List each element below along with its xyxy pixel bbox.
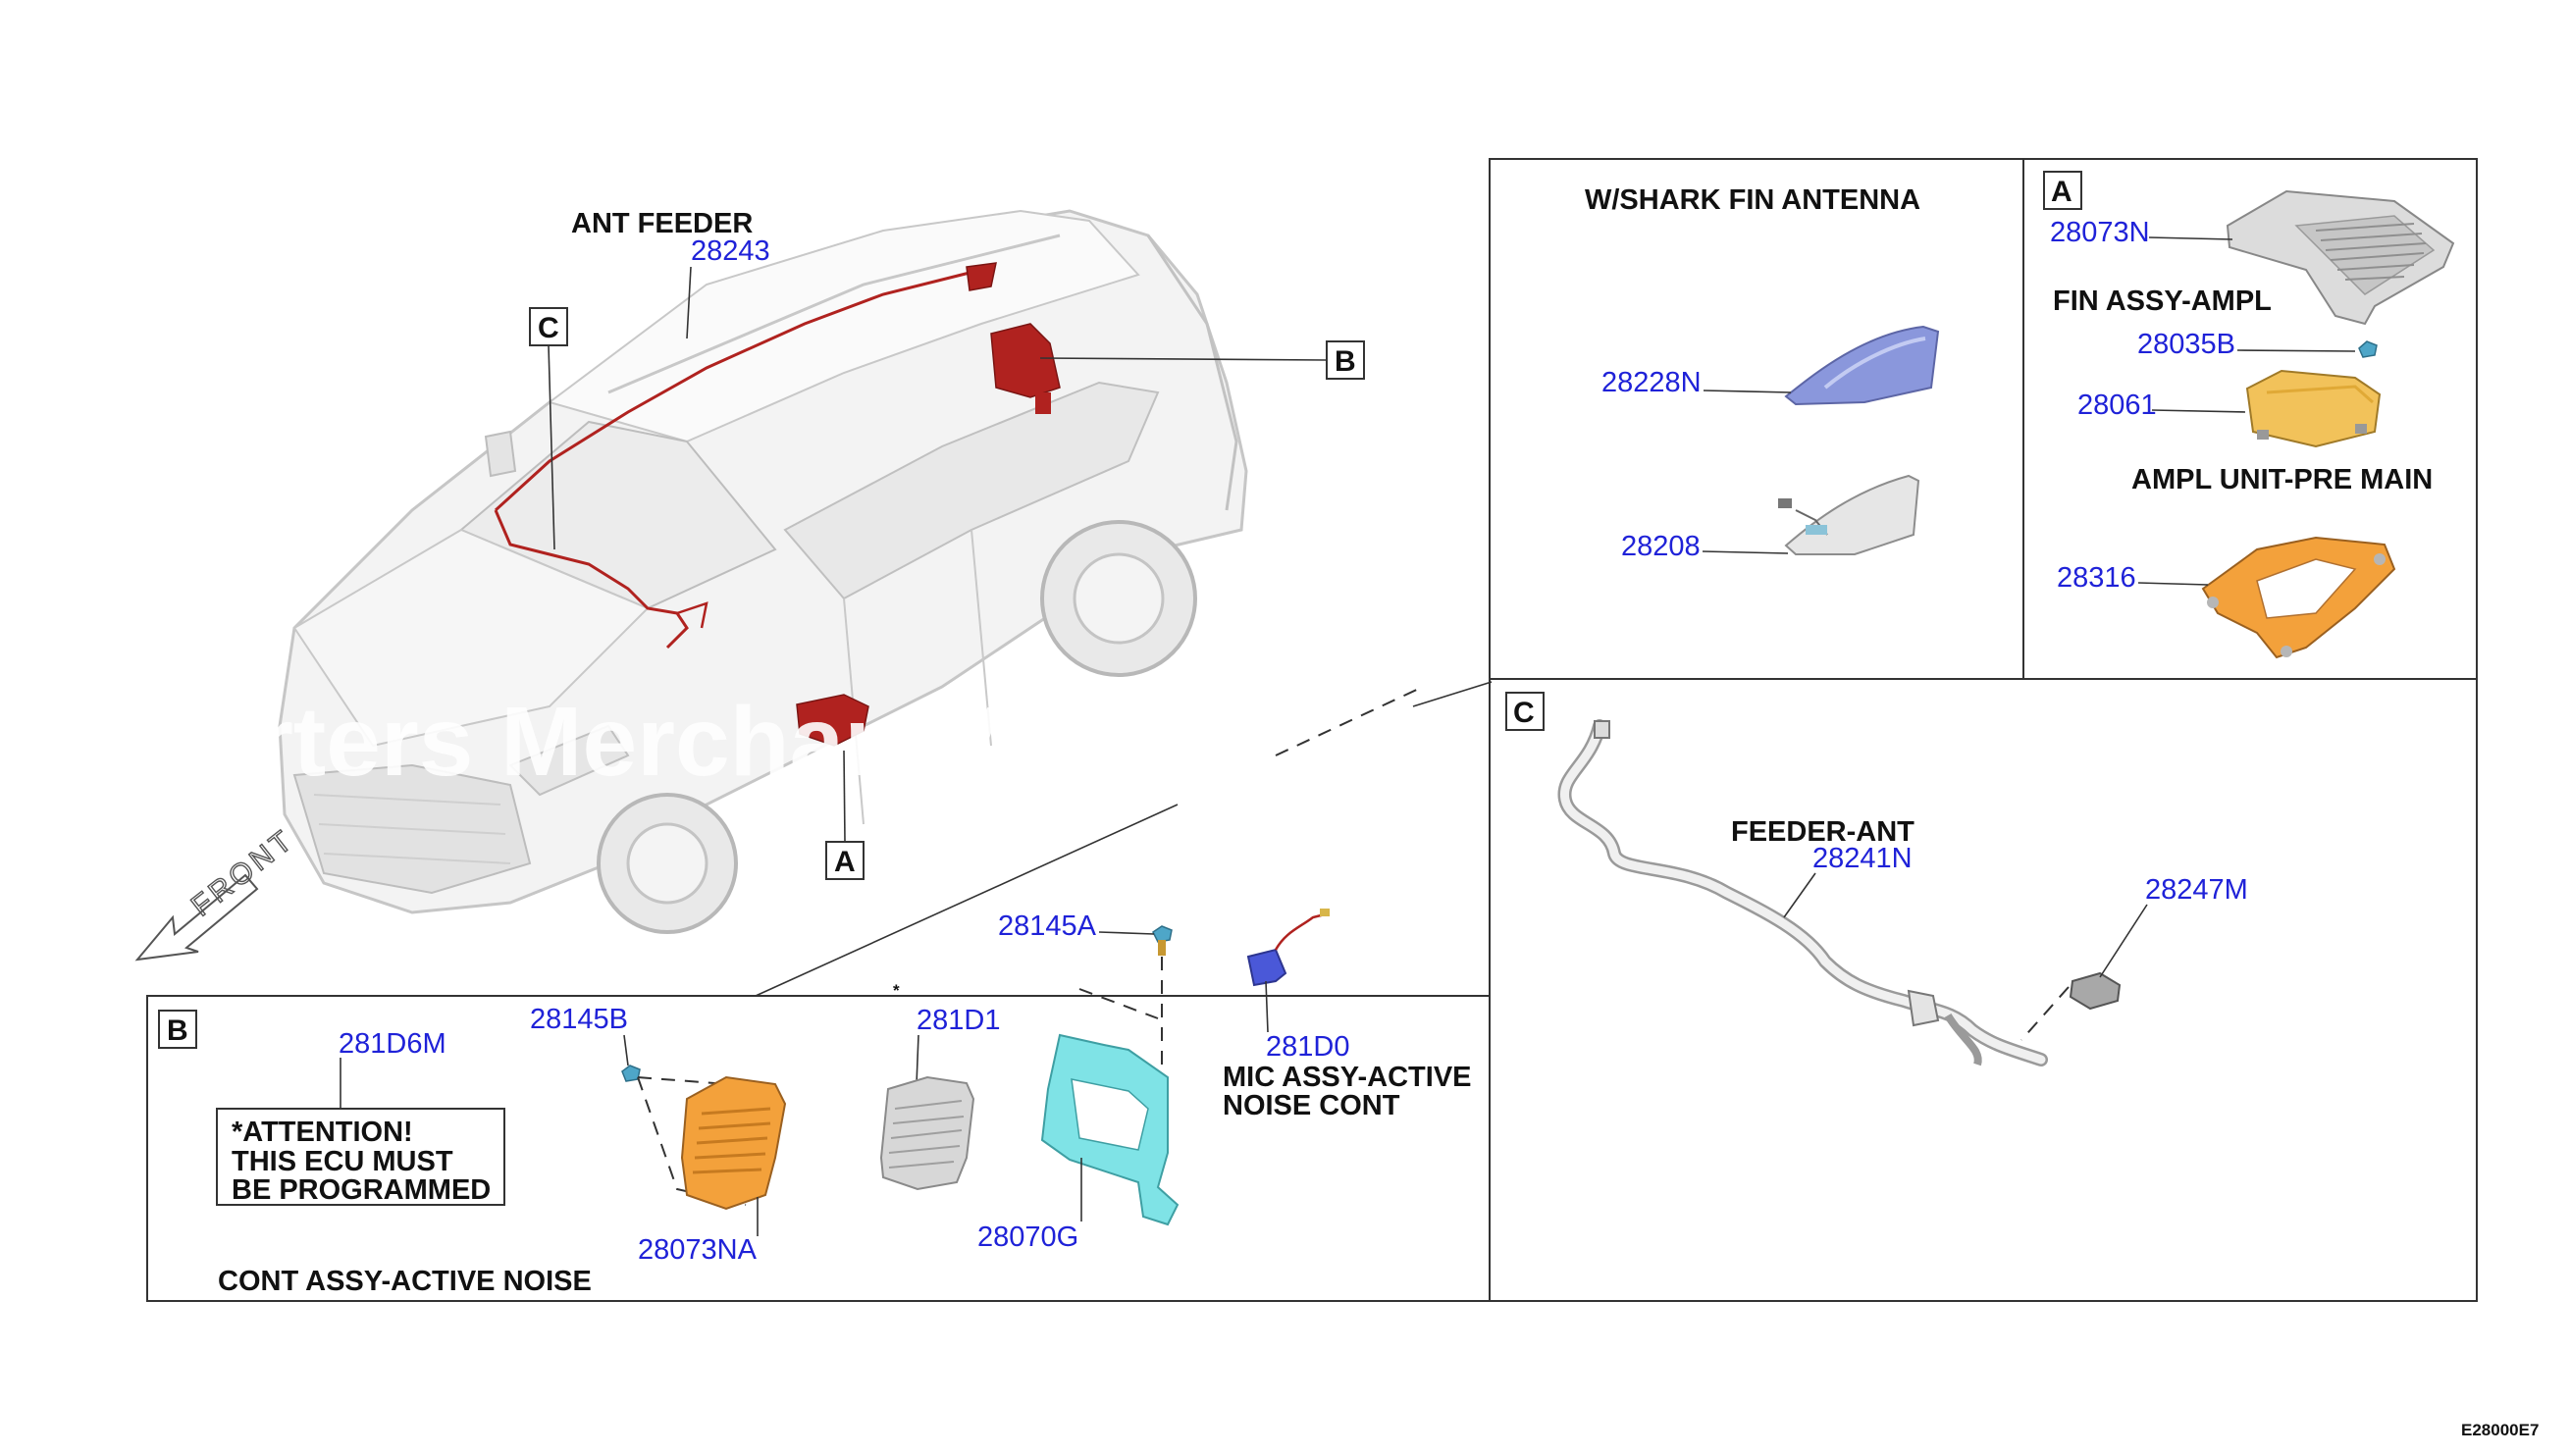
bracket-28316[interactable] xyxy=(2201,536,2396,659)
callout-c-letter: C xyxy=(538,312,559,344)
front-label: FRONT xyxy=(185,823,301,923)
link-to-panel-c xyxy=(1275,686,1424,756)
screw-28145A[interactable] xyxy=(1152,925,1173,956)
panel-c-letter: C xyxy=(1513,697,1535,729)
vehicle-illustration xyxy=(278,209,1248,934)
callout-a-leader xyxy=(843,750,846,843)
cont-assy-active-noise-label: CONT ASSY-ACTIVE NOISE xyxy=(218,1266,592,1297)
leader-281D0 xyxy=(1265,980,1269,1033)
leader-28145A xyxy=(1098,931,1155,935)
mic-assy-label-2: NOISE CONT xyxy=(1223,1090,1400,1121)
attention-line-1: *ATTENTION! xyxy=(232,1117,413,1148)
part-281D6M[interactable]: 281D6M xyxy=(339,1028,446,1060)
link-to-panel-c-solid xyxy=(1412,681,1493,707)
attention-line-2: THIS ECU MUST xyxy=(232,1146,453,1177)
part-28316[interactable]: 28316 xyxy=(2057,562,2136,594)
ampl-unit-pre-main-part[interactable] xyxy=(2245,369,2382,448)
leader-28316 xyxy=(2137,582,2209,586)
leader-281D1 xyxy=(916,1034,919,1085)
leader-28241N xyxy=(1783,872,1816,918)
dash-28145A-diag xyxy=(1078,988,1159,1019)
part-28247M[interactable]: 28247M xyxy=(2145,874,2248,906)
part-28070G[interactable]: 28070G xyxy=(977,1222,1078,1253)
asterisk-marker: * xyxy=(893,981,900,1000)
watermark-text: rters Merchant A xyxy=(255,687,1031,797)
part-28208[interactable]: 28208 xyxy=(1621,531,1701,562)
mic-281D0[interactable] xyxy=(1246,909,1330,987)
fin-assy-ampl-part[interactable] xyxy=(2226,189,2455,326)
leader-28208 xyxy=(1702,550,1789,554)
ant-feeder-part-number[interactable]: 28243 xyxy=(691,235,770,267)
leader-28061 xyxy=(2151,409,2246,413)
panel-c-letter-box xyxy=(1505,692,1545,731)
link-to-panel-b xyxy=(755,804,1179,997)
part-28073N[interactable]: 28073N xyxy=(2050,217,2150,248)
part-28061[interactable]: 28061 xyxy=(2077,390,2157,421)
part-281D0[interactable]: 281D0 xyxy=(1266,1031,1349,1063)
leader-28073N xyxy=(2148,236,2233,240)
leader-28145B xyxy=(623,1034,629,1066)
callout-b-leader xyxy=(1039,357,1328,361)
shark-fin-antenna-upper[interactable] xyxy=(1784,325,1940,406)
panel-a-letter-box xyxy=(2043,171,2082,210)
leader-28228N xyxy=(1703,390,1792,393)
feeder-ant-harness[interactable] xyxy=(1557,719,2048,1066)
panel-b-frame xyxy=(146,995,1491,1302)
front-arrow: FRONT xyxy=(134,822,301,962)
part-281D1[interactable]: 281D1 xyxy=(917,1005,1000,1036)
cover-28073NA[interactable] xyxy=(680,1075,787,1211)
callout-b-letter: B xyxy=(1335,345,1356,378)
panel-a-letter: A xyxy=(2051,176,2072,208)
leader-28035B xyxy=(2236,349,2356,352)
ant-feeder-leader xyxy=(686,266,692,339)
part-28035B[interactable]: 28035B xyxy=(2137,329,2235,360)
part-28145B[interactable]: 28145B xyxy=(530,1004,628,1035)
callout-a-letter: A xyxy=(834,846,856,878)
shark-fin-title-text: W/SHARK FIN ANTENNA xyxy=(1585,184,1920,216)
bracket-28070G[interactable] xyxy=(1040,1033,1180,1226)
panel-b-letter: B xyxy=(167,1014,188,1047)
unit-281D1[interactable] xyxy=(879,1075,975,1191)
shark-fin-antenna-lower[interactable] xyxy=(1778,474,1920,555)
callout-c-leader xyxy=(548,344,555,550)
part-28145A[interactable]: 28145A xyxy=(998,910,1097,942)
highlighted-parts xyxy=(494,262,1061,747)
module-28247M[interactable] xyxy=(2069,971,2122,1011)
screw-28035B[interactable] xyxy=(2358,340,2378,358)
part-28228N[interactable]: 28228N xyxy=(1601,367,1702,398)
part-28073NA[interactable]: 28073NA xyxy=(638,1234,758,1266)
panel-b-letter-box xyxy=(158,1010,197,1049)
leader-28247M xyxy=(2099,904,2148,978)
fin-assy-ampl-label: FIN ASSY-AMPL xyxy=(2053,286,2272,317)
attention-line-3: BE PROGRAMMED xyxy=(232,1174,491,1206)
ampl-unit-pre-main-label: AMPL UNIT-PRE MAIN xyxy=(2131,464,2433,495)
screw-28145B[interactable] xyxy=(621,1065,641,1082)
dash-28247M xyxy=(2020,986,2070,1041)
ant-feeder-label: ANT FEEDER xyxy=(571,208,753,239)
mic-assy-label-1: MIC ASSY-ACTIVE xyxy=(1223,1062,1472,1093)
attention-box xyxy=(216,1108,505,1206)
reference-code: E28000E7 xyxy=(2461,1421,2539,1439)
part-28241N[interactable]: 28241N xyxy=(1812,843,1913,874)
panel-c-frame xyxy=(1489,678,2478,1302)
feeder-ant-label: FEEDER-ANT xyxy=(1731,816,1914,848)
